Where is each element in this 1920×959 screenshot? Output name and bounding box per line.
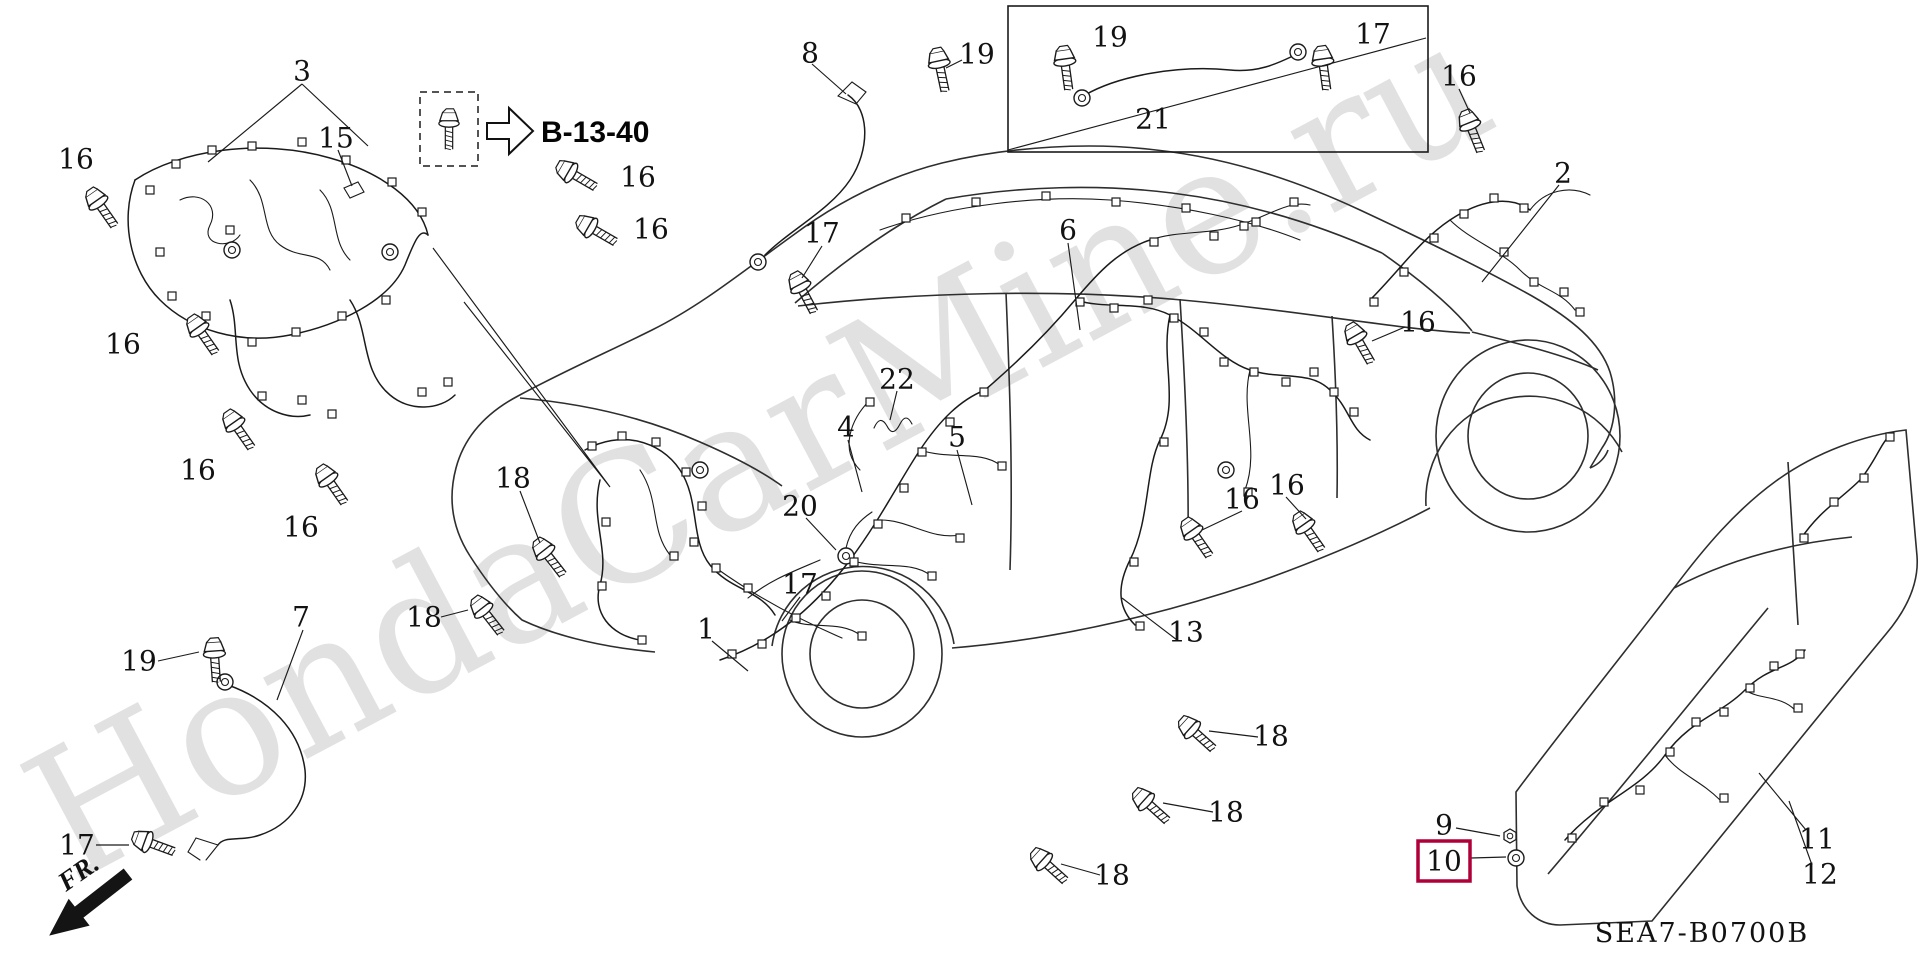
watermark-text: HondaCarMine.ru — [0, 0, 1522, 921]
callout-16-7[interactable]: 16 — [283, 511, 319, 544]
callout-10-36[interactable]: 10 — [1426, 845, 1462, 878]
callout-5-19[interactable]: 5 — [948, 421, 966, 454]
door-panel-inset-outline — [1515, 429, 1919, 926]
callout-17-31[interactable]: 17 — [59, 829, 95, 862]
dashed-reference-box — [419, 91, 479, 167]
callout-7-29[interactable]: 7 — [292, 601, 310, 634]
bolt-icon — [1172, 710, 1222, 758]
bolt-icon — [1024, 842, 1074, 890]
callout-19-9[interactable]: 19 — [959, 38, 995, 71]
sub-assembly-box — [1007, 5, 1429, 153]
bolt-icon — [438, 108, 460, 151]
engine-room-harness-part3 — [127, 147, 456, 418]
callout-18-32[interactable]: 18 — [1253, 720, 1289, 753]
callout-16-13[interactable]: 16 — [1441, 60, 1477, 93]
bolt-icon — [571, 209, 623, 253]
grommet-part10-icon — [1507, 849, 1525, 867]
callout-11-37[interactable]: 11 — [1799, 823, 1835, 856]
callout-16-4[interactable]: 16 — [633, 213, 669, 246]
ground-cable-part21 — [1073, 43, 1307, 107]
callout-17-15[interactable]: 17 — [804, 217, 840, 250]
sub-assembly-box-diagonal — [1007, 37, 1427, 151]
callout-4-18[interactable]: 4 — [837, 411, 855, 444]
callout-16-2[interactable]: 16 — [58, 143, 94, 176]
callout-15-1[interactable]: 15 — [318, 122, 354, 155]
callout-16-6[interactable]: 16 — [180, 454, 216, 487]
callout-13-26[interactable]: 13 — [1168, 616, 1204, 649]
callout-19-10[interactable]: 19 — [1092, 21, 1128, 54]
callout-20-21[interactable]: 20 — [782, 490, 818, 523]
callout-17-24[interactable]: 17 — [782, 568, 818, 601]
battery-cable-part8 — [749, 81, 867, 271]
callout-2-14[interactable]: 2 — [1554, 157, 1572, 190]
door-harness-parts-9-12 — [1564, 434, 1891, 841]
bolt-icon — [1174, 512, 1220, 564]
callout-1-25[interactable]: 1 — [697, 613, 715, 646]
callout-22-17[interactable]: 22 — [879, 363, 915, 396]
bolt-icon — [216, 404, 262, 456]
callout-16-23[interactable]: 16 — [1269, 469, 1305, 502]
bolt-icon — [309, 459, 355, 511]
callout-16-5[interactable]: 16 — [105, 328, 141, 361]
leader-lines — [96, 59, 1813, 876]
nut-part9-icon — [1503, 828, 1517, 844]
bolt-icon — [1286, 506, 1332, 558]
ground-cable-part7 — [187, 673, 307, 861]
car-body-outline — [451, 145, 1623, 738]
bolt-icon — [1051, 43, 1081, 93]
callout-8-8[interactable]: 8 — [801, 37, 819, 70]
highlight-box — [1416, 839, 1472, 883]
callout-16-20[interactable]: 16 — [1400, 306, 1436, 339]
callout-18-34[interactable]: 18 — [1094, 859, 1130, 892]
callout-16-3[interactable]: 16 — [620, 161, 656, 194]
callout-16-22[interactable]: 16 — [1224, 483, 1260, 516]
callout-18-33[interactable]: 18 — [1208, 796, 1244, 829]
clip-part15 — [343, 181, 365, 199]
callout-12-38[interactable]: 12 — [1802, 858, 1838, 891]
callout-18-28[interactable]: 18 — [406, 601, 442, 634]
spring-part22 — [873, 417, 913, 433]
ring-terminal-part20 — [837, 511, 873, 565]
bolt-icon — [79, 182, 125, 234]
callout-18-27[interactable]: 18 — [495, 462, 531, 495]
diagram-code: SEA7-B0700B — [1595, 918, 1809, 949]
callout-21-12[interactable]: 21 — [1135, 103, 1171, 136]
bolt-icon — [1338, 318, 1382, 370]
reference-arrow-icon — [486, 105, 535, 157]
callout-6-16[interactable]: 6 — [1059, 214, 1077, 247]
bolt-icon — [1126, 782, 1176, 830]
callout-19-30[interactable]: 19 — [121, 645, 157, 678]
bolt-icon — [551, 154, 603, 198]
callout-9-35[interactable]: 9 — [1435, 809, 1453, 842]
reference-label[interactable]: B-13-40 — [541, 116, 649, 149]
callout-17-11[interactable]: 17 — [1355, 18, 1391, 51]
callout-3-0[interactable]: 3 — [293, 55, 311, 88]
fr-arrow-icon — [49, 868, 133, 936]
bolt-icon — [924, 45, 957, 95]
